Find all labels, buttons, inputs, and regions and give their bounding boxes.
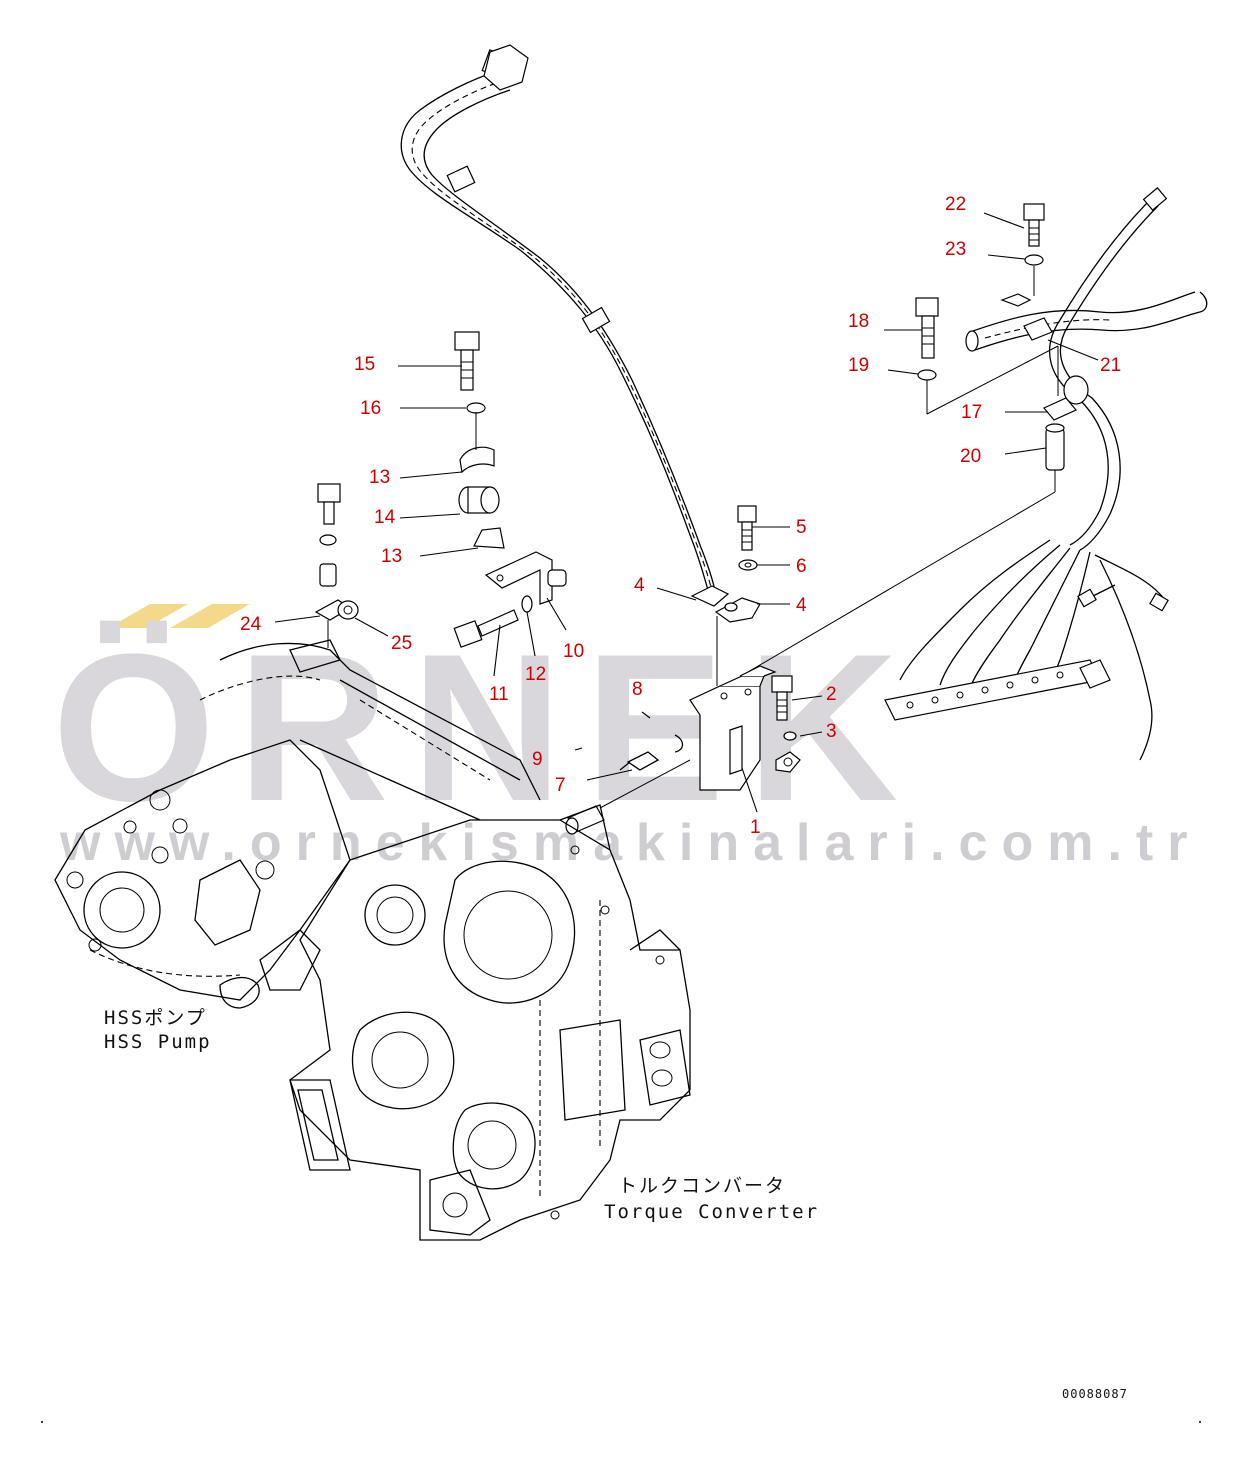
callout-24: 24	[240, 614, 262, 635]
clamp-13-lower	[473, 527, 505, 549]
clamp-17	[1043, 375, 1089, 421]
callout-11: 11	[489, 684, 509, 705]
callout-4-right: 4	[796, 595, 807, 616]
hss-pump-label-jp: HSSポンプ	[104, 1007, 207, 1029]
callout-12: 12	[525, 664, 546, 685]
callout-14: 14	[374, 507, 396, 528]
bracket-10	[484, 551, 567, 605]
callout-6: 6	[796, 556, 807, 577]
callout-15: 15	[354, 354, 375, 375]
right-hose	[965, 291, 1208, 352]
corner-mark-left	[41, 1421, 43, 1423]
washer-6	[738, 559, 758, 571]
callout-1: 1	[750, 817, 761, 838]
watermark: ÖRNEK www.ornekismakinalari.com.tr	[52, 604, 1201, 872]
washer-12	[521, 595, 533, 613]
callouts: 1 2 3 4 4 5 6 7 8 9 10 11 12 13 13 14 15…	[240, 194, 1121, 838]
bolt-15	[454, 331, 480, 391]
callout-7: 7	[555, 775, 566, 796]
callout-2: 2	[826, 684, 837, 705]
watermark-accent-right	[170, 604, 250, 628]
callout-8: 8	[632, 679, 643, 700]
torque-converter-label-en: Torque Converter	[604, 1201, 819, 1223]
callout-23: 23	[945, 239, 966, 260]
upper-hose	[400, 44, 717, 596]
drawing-number: 00088087	[1062, 1387, 1128, 1401]
callout-17: 17	[961, 402, 982, 423]
callout-10: 10	[563, 641, 584, 662]
callout-19: 19	[848, 355, 869, 376]
leader-lines	[274, 212, 1099, 813]
callout-3: 3	[826, 721, 837, 742]
bracket-1	[689, 665, 801, 791]
callout-9: 9	[532, 749, 543, 770]
clamp-13-upper	[459, 446, 495, 474]
bolt-24-group	[314, 483, 359, 621]
washer-3	[783, 731, 797, 741]
clamp-21	[1000, 293, 1053, 341]
spacer-20	[1045, 423, 1065, 471]
terminal-strip	[884, 659, 1111, 721]
washer-19	[917, 369, 937, 381]
washer-16	[466, 402, 486, 414]
torque-converter-label-jp: トルクコンバータ	[618, 1175, 786, 1197]
callout-21: 21	[1100, 355, 1121, 376]
callout-20: 20	[960, 446, 981, 467]
grommet-14	[458, 486, 500, 514]
hss-pump	[54, 639, 541, 1009]
callout-13-lower: 13	[381, 546, 402, 567]
callout-25: 25	[391, 633, 412, 654]
bolt-22	[1023, 203, 1045, 247]
bolt-18	[915, 297, 939, 359]
callout-5: 5	[796, 517, 807, 538]
clamp-4	[690, 585, 761, 623]
callout-13-upper: 13	[369, 467, 390, 488]
clip-7	[619, 734, 684, 771]
bolt-11	[453, 609, 519, 648]
watermark-brand: ÖRNEK	[52, 610, 920, 845]
component-labels: HSSポンプ HSS Pump トルクコンバータ Torque Converte…	[104, 1007, 819, 1223]
callout-16: 16	[360, 398, 381, 419]
callout-18: 18	[848, 311, 869, 332]
torque-converter	[289, 804, 691, 1241]
washer-23	[1024, 254, 1044, 266]
bolt-2	[771, 675, 793, 721]
watermark-url: www.ornekismakinalari.com.tr	[59, 814, 1201, 872]
corner-mark-right	[1199, 1421, 1201, 1423]
watermark-accent-left	[108, 604, 188, 628]
callout-4-left: 4	[634, 575, 645, 596]
hss-pump-label-en: HSS Pump	[104, 1031, 212, 1053]
bolt-5	[737, 505, 757, 551]
callout-22: 22	[945, 194, 966, 215]
